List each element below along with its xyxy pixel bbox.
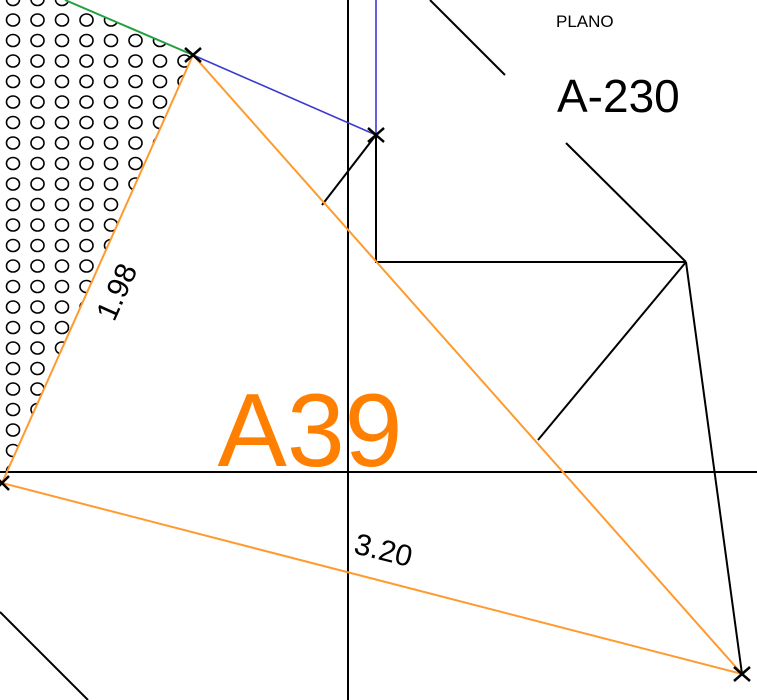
vertex-marker-top	[184, 47, 202, 63]
wall-corner-line	[375, 135, 686, 263]
plan-code: A-230	[557, 70, 680, 122]
green-edge-line	[64, 0, 194, 56]
diagonal-brace-line	[537, 261, 687, 441]
area-boundary	[0, 53, 745, 676]
hatched-region	[0, 0, 193, 483]
vertex-marker-blue	[367, 127, 385, 143]
dimension-label-bottom: 3.20	[351, 528, 416, 574]
vertex-marker-left	[0, 475, 10, 491]
plan-caption: PLANO	[556, 12, 614, 31]
lower-left-diagonal-line	[0, 611, 89, 700]
vertex-marker-right	[733, 666, 751, 682]
vertex-markers	[0, 47, 751, 682]
side-wall-line	[685, 261, 743, 675]
diagonal-wall-line	[565, 142, 687, 263]
area-id-label: A39	[217, 373, 402, 489]
blue-edge-line	[192, 54, 377, 136]
diagonal-wall-line	[429, 0, 506, 76]
short-diagonal-line	[321, 134, 377, 206]
